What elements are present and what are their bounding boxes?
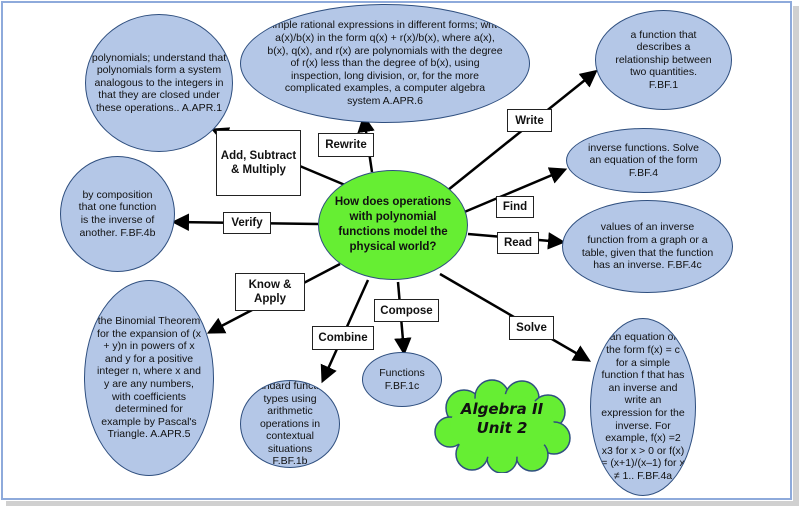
bubble-apr5: the Binomial Theorem for the expansion o…: [84, 280, 214, 476]
unit-title: Algebra II Unit 2: [432, 400, 572, 438]
bubble-bf4c: values of an inverse function from a gra…: [562, 200, 733, 293]
bubble-bf1: a function that describes a relationship…: [595, 10, 732, 110]
label-find: Find: [496, 196, 534, 218]
bubble-bf4a: an equation of the form f(x) = c for a s…: [590, 318, 696, 496]
bubble-apr6: simple rational expressions in different…: [240, 4, 530, 123]
label-write: Write: [507, 109, 552, 132]
label-verify: Verify: [223, 212, 271, 234]
bubble-bf4: inverse functions. Solve an equation of …: [566, 128, 721, 193]
label-read: Read: [497, 232, 539, 254]
bubble-bf1b: standard function types using arithmetic…: [240, 380, 340, 468]
unit-title-line1: Algebra II: [460, 400, 544, 418]
label-solve: Solve: [509, 316, 554, 340]
label-rewrite: Rewrite: [318, 133, 374, 157]
cloud-badge: [434, 379, 571, 473]
bubble-bf1c: Functions F.BF.1c: [362, 352, 442, 407]
bubble-apr1: polynomials; understand that polynomials…: [85, 14, 233, 152]
frame-shadow-right: [793, 6, 799, 503]
label-compose: Compose: [374, 299, 439, 322]
frame-border: [1, 1, 792, 500]
unit-title-line2: Unit 2: [476, 419, 528, 437]
bubble-bf4b: by composition that one function is the …: [60, 156, 175, 272]
central-question: How does operations with polynomial func…: [318, 170, 468, 280]
label-add-subtract-multiply: Add, Subtract & Multiply: [216, 130, 301, 196]
arrow-find: [461, 167, 568, 215]
label-combine: Combine: [312, 326, 374, 350]
label-know-apply: Know & Apply: [235, 273, 305, 311]
frame-shadow-bottom: [6, 501, 799, 506]
